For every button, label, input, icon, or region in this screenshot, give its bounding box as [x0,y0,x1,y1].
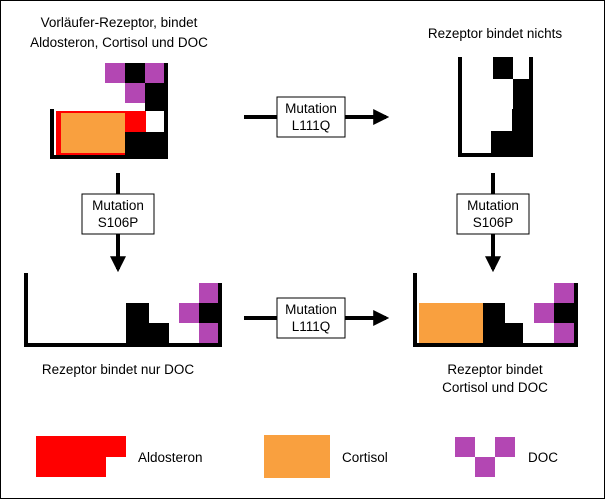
double-cortisol-ligand [419,303,483,343]
ancestral-receptor: Vorläufer-Rezeptor, bindet Aldosteron, C… [30,15,208,159]
legend-aldosterone-label: Aldosteron [138,450,203,465]
s106p-receptor-pocket [24,273,222,347]
mutation-bottom-line2: L111Q [292,319,331,334]
l111q-receptor: Rezeptor bindet nichts [428,26,563,157]
double-title-line1: Rezeptor bindet [447,362,543,377]
arrows [110,109,501,326]
ancestral-cortisol-ligand [61,113,125,153]
legend-doc-label: DOC [528,450,558,465]
s106p-receptor: Rezeptor bindet nur DOC [24,273,222,377]
legend-doc-swatch [455,437,515,477]
double-doc-ligand [534,283,574,343]
ancestral-title-line1: Vorläufer-Rezeptor, bindet [41,15,198,30]
mutation-right-line2: S106P [473,215,514,230]
mutation-right-line1: Mutation [467,198,519,213]
s106p-doc-ligand [179,283,219,343]
l111q-receptor-pocket [458,57,533,157]
mutation-box-right: Mutation S106P [456,193,530,235]
mutation-bottom-line1: Mutation [285,302,337,317]
ancestral-doc-ligand [105,63,165,103]
s106p-title: Rezeptor bindet nur DOC [42,362,195,377]
ancestral-title-line2: Aldosteron, Cortisol und DOC [30,35,208,50]
l111q-title: Rezeptor bindet nichts [428,26,563,41]
legend-aldosterone-swatch [36,436,126,477]
mutation-left-line1: Mutation [92,198,144,213]
mutation-box-top: Mutation L111Q [276,96,346,138]
legend-cortisol-label: Cortisol [342,450,388,465]
double-receptor-pocket [413,273,578,347]
mutation-top-line1: Mutation [285,101,337,116]
ancestral-receptor-pocket [50,63,168,159]
mutation-left-line2: S106P [98,215,139,230]
legend: Aldosteron Cortisol DOC [36,435,558,478]
double-title-line2: Cortisol und DOC [442,380,548,395]
mutation-box-bottom: Mutation L111Q [276,297,346,339]
legend-cortisol-swatch [264,435,330,478]
double-receptor: Rezeptor bindet Cortisol und DOC [413,273,578,395]
mutation-top-line2: L111Q [292,118,331,133]
mutation-box-left: Mutation S106P [81,193,155,235]
